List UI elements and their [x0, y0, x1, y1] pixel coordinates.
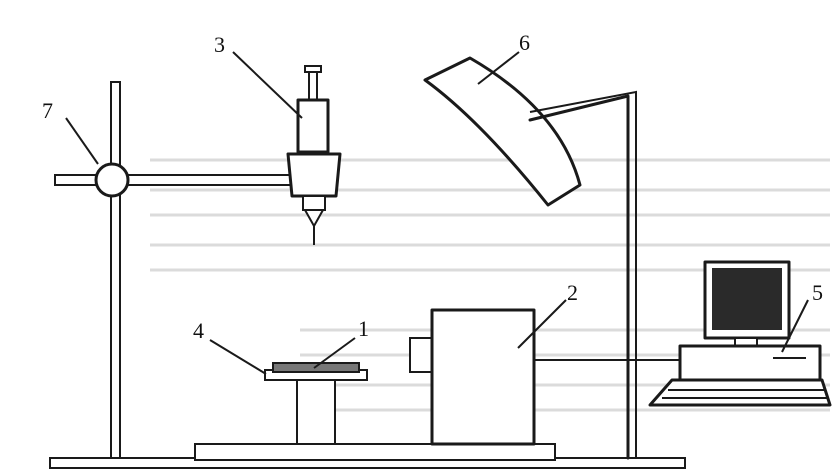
- label-2: 2: [567, 280, 578, 305]
- label-5: 5: [812, 280, 823, 305]
- stand-pole: [110, 81, 121, 459]
- sample-stage: [264, 362, 368, 445]
- label-6: 6: [519, 30, 530, 55]
- label-1: 1: [358, 316, 369, 341]
- light-source: [423, 56, 637, 460]
- clamp-joint: [94, 162, 130, 198]
- label-7: 7: [42, 98, 53, 123]
- number-labels: 7 3 6 4 1 2 5: [42, 30, 823, 343]
- base-plate: [49, 443, 686, 469]
- background-text-lines: [150, 158, 830, 412]
- label-4: 4: [193, 318, 204, 343]
- leader-lines: [65, 51, 809, 375]
- label-3: 3: [214, 32, 225, 57]
- camera: [409, 308, 536, 446]
- syringe: [286, 65, 342, 245]
- horizontal-arm: [54, 174, 296, 186]
- computer: [648, 260, 832, 407]
